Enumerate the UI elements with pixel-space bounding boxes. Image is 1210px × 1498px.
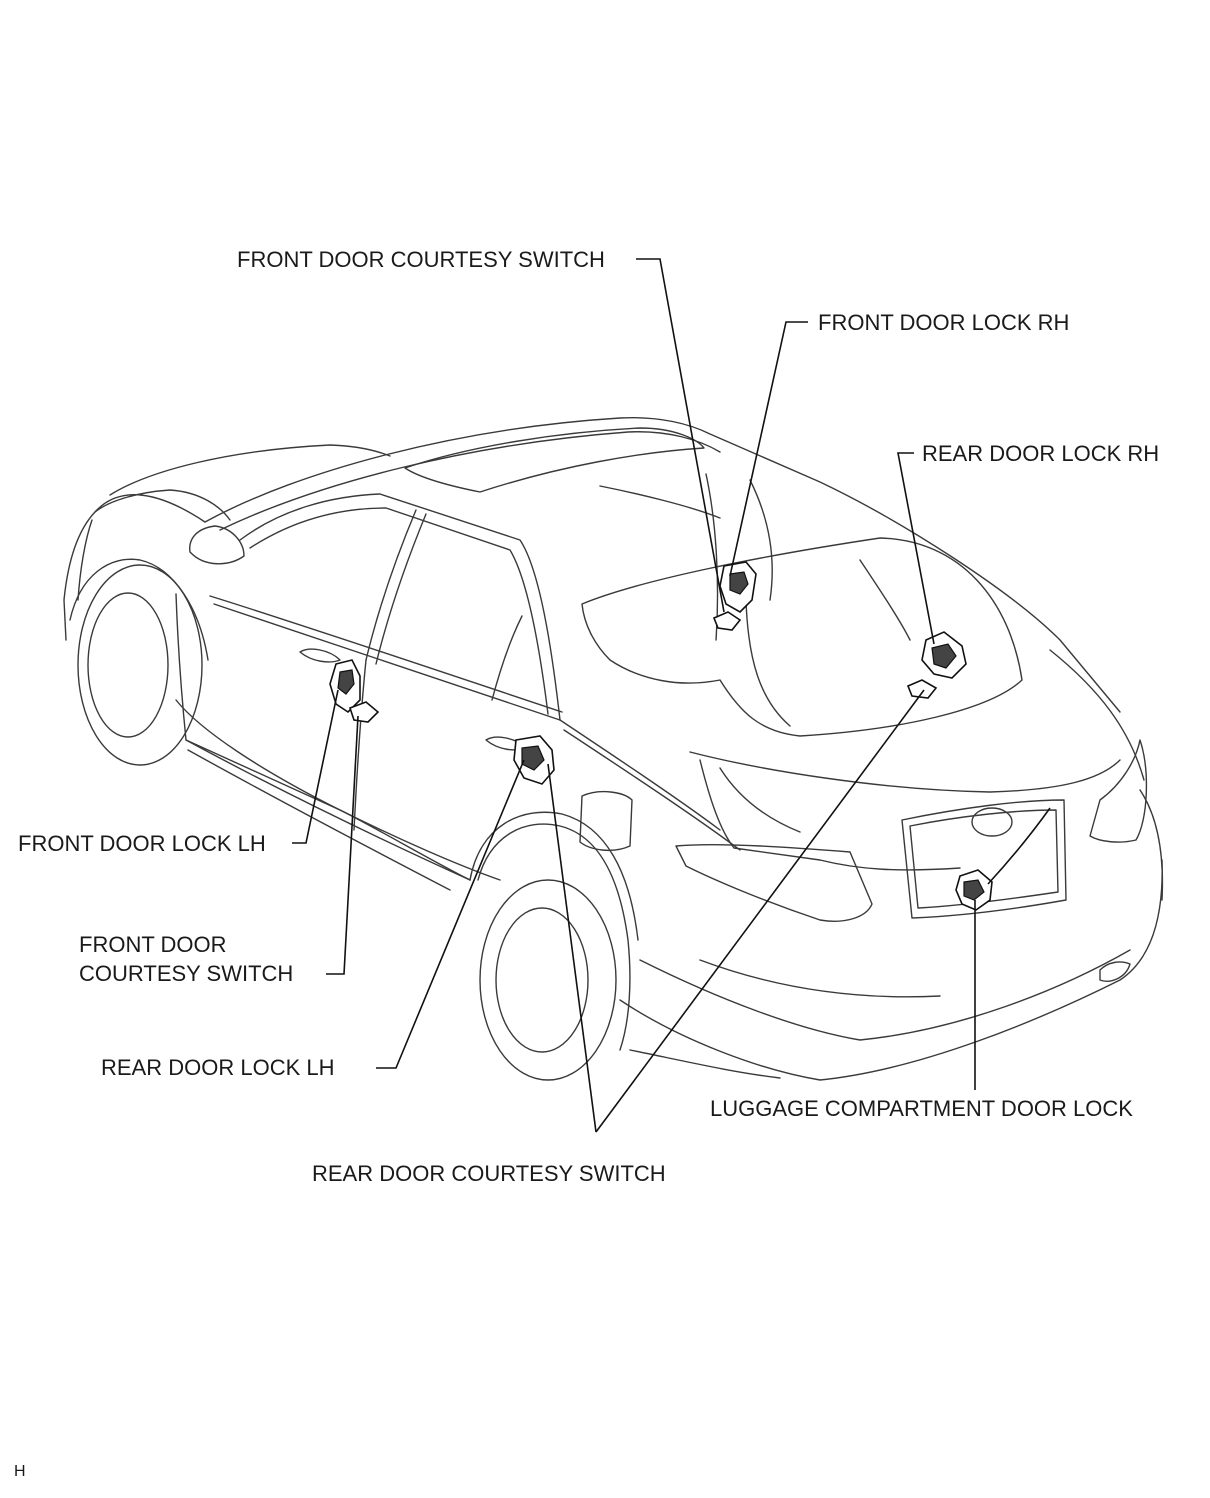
label-front-door-lock-lh: FRONT DOOR LOCK LH xyxy=(18,831,266,856)
label-front-door-lock-rh: FRONT DOOR LOCK RH xyxy=(818,310,1069,335)
label-front-door-courtesy-switch-top: FRONT DOOR COURTESY SWITCH xyxy=(237,247,605,272)
label-rear-door-lock-lh: REAR DOOR LOCK LH xyxy=(101,1055,335,1080)
label-rear-door-courtesy-switch: REAR DOOR COURTESY SWITCH xyxy=(312,1161,666,1186)
car-outline xyxy=(63,416,1164,1081)
leader-lines xyxy=(292,258,976,1133)
luggage-compartment-door-lock-part xyxy=(955,807,1051,911)
front-door-lock-rh-part xyxy=(712,561,757,631)
label-front-door-courtesy-switch-left-line2: COURTESY SWITCH xyxy=(79,961,293,986)
rear-door-lock-rh-part xyxy=(906,631,967,699)
label-front-door-courtesy-switch-left-line1: FRONT DOOR xyxy=(79,932,226,957)
label-rear-door-lock-rh: REAR DOOR LOCK RH xyxy=(922,441,1159,466)
front-door-lock-lh-part xyxy=(329,659,380,723)
rear-door-lock-lh-part xyxy=(513,735,555,785)
corner-mark: H xyxy=(14,1463,26,1480)
label-luggage-compartment-door-lock: LUGGAGE COMPARTMENT DOOR LOCK xyxy=(710,1096,1133,1121)
